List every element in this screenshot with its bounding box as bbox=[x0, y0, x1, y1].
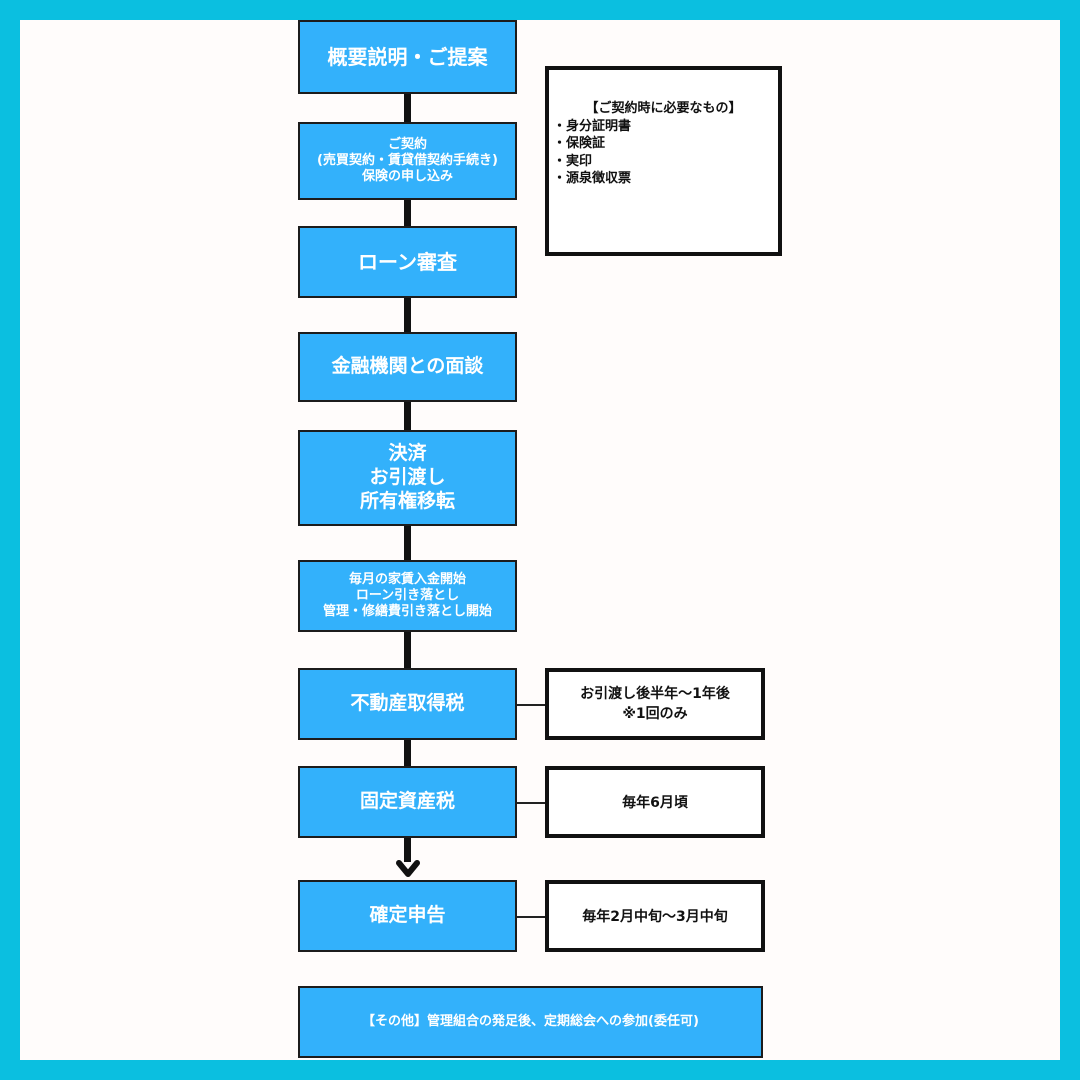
note-item: ・実印 bbox=[553, 153, 593, 169]
step-property-tax: 固定資産税 bbox=[298, 766, 517, 838]
note-item: ・保険証 bbox=[553, 136, 606, 152]
arrow-down-icon bbox=[396, 860, 420, 877]
step-label: 概要説明・ご提案 bbox=[327, 44, 488, 69]
note-title: 【ご契約時に必要なもの】 bbox=[585, 101, 742, 116]
note-text: 毎年2月中旬〜3月中旬 bbox=[582, 909, 728, 925]
note-tax-return-timing: 毎年2月中旬〜3月中旬 bbox=[545, 880, 765, 952]
step-bank-interview: 金融機関との面談 bbox=[298, 332, 517, 402]
step-label: 管理・修繕費引き落とし開始 bbox=[322, 604, 492, 620]
step-label: 決済 bbox=[388, 442, 427, 465]
step-tax-return: 確定申告 bbox=[298, 880, 517, 952]
step-label: 不動産取得税 bbox=[350, 692, 465, 715]
note-item: ・身分証明書 bbox=[553, 118, 632, 134]
step-settlement-handover: 決済 お引渡し 所有権移転 bbox=[298, 430, 517, 526]
step-label: ローン引き落とし bbox=[355, 587, 460, 603]
step-label: 保険の申し込み bbox=[361, 169, 453, 185]
connector-step7-note bbox=[515, 704, 545, 706]
connector-3-4 bbox=[404, 296, 411, 334]
step-label: 確定申告 bbox=[369, 904, 446, 927]
step-label: ご契約 bbox=[387, 136, 427, 152]
connector-2-3 bbox=[404, 198, 411, 228]
step-label: 【その他】管理組合の発足後、定期総会への参加(委任可) bbox=[362, 1013, 699, 1029]
step-label: お引渡し bbox=[369, 466, 446, 489]
connector-step9-note bbox=[515, 916, 545, 918]
step-acquisition-tax: 不動産取得税 bbox=[298, 668, 517, 740]
connector-6-7 bbox=[404, 630, 411, 670]
connector-step8-note bbox=[515, 802, 545, 804]
note-acquisition-tax-timing: お引渡し後半年〜1年後 ※1回のみ bbox=[545, 668, 765, 740]
note-text: 毎年6月頃 bbox=[622, 795, 688, 811]
step-label: 所有権移転 bbox=[359, 489, 455, 512]
note-text: お引渡し後半年〜1年後 bbox=[580, 685, 730, 702]
step-monthly-payments: 毎月の家賃入金開始 ローン引き落とし 管理・修繕費引き落とし開始 bbox=[298, 560, 517, 632]
step-overview-proposal: 概要説明・ご提案 bbox=[298, 20, 517, 94]
step-other-management-association: 【その他】管理組合の発足後、定期総会への参加(委任可) bbox=[298, 986, 763, 1058]
note-property-tax-timing: 毎年6月頃 bbox=[545, 766, 765, 838]
note-text: ※1回のみ bbox=[622, 706, 688, 722]
connector-5-6 bbox=[404, 524, 411, 562]
connector-8-9 bbox=[404, 836, 411, 862]
step-label: 固定資産税 bbox=[359, 790, 455, 813]
note-item: ・源泉徴収票 bbox=[553, 171, 632, 187]
note-contract-requirements: 【ご契約時に必要なもの】 ・身分証明書 ・保険証 ・実印 ・源泉徴収票 bbox=[545, 66, 782, 256]
connector-1-2 bbox=[404, 92, 411, 124]
connector-4-5 bbox=[404, 400, 411, 432]
step-label: ローン審査 bbox=[358, 249, 457, 274]
step-label: 金融機関との面談 bbox=[331, 355, 484, 378]
flowchart-canvas: 概要説明・ご提案 ご契約 (売買契約・賃貸借契約手続き) 保険の申し込み ローン… bbox=[20, 20, 1060, 1060]
connector-7-8 bbox=[404, 738, 411, 768]
step-contract: ご契約 (売買契約・賃貸借契約手続き) 保険の申し込み bbox=[298, 122, 517, 200]
step-label: (売買契約・賃貸借契約手続き) bbox=[317, 152, 498, 168]
step-loan-review: ローン審査 bbox=[298, 226, 517, 298]
step-label: 毎月の家賃入金開始 bbox=[348, 571, 466, 587]
